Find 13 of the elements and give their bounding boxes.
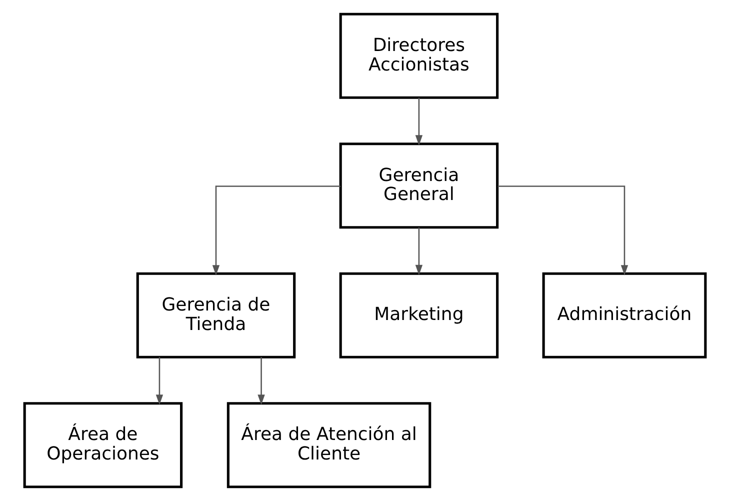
- arrow: [414, 226, 422, 275]
- node-box: Área de Atención al Cliente: [226, 402, 431, 488]
- node-box: Gerencia de Tienda: [136, 272, 296, 358]
- node-box: Marketing: [338, 272, 498, 358]
- arrow: [257, 356, 264, 404]
- arrow: [155, 356, 163, 404]
- node-box: Área de Operaciones: [22, 402, 182, 488]
- arrow: [497, 185, 628, 275]
- arrow: [212, 185, 340, 275]
- arrow: [414, 97, 422, 145]
- node-box: Gerencia General: [338, 142, 498, 228]
- node-box: Administración: [542, 272, 706, 358]
- node-box: Directores Accionistas: [338, 12, 498, 98]
